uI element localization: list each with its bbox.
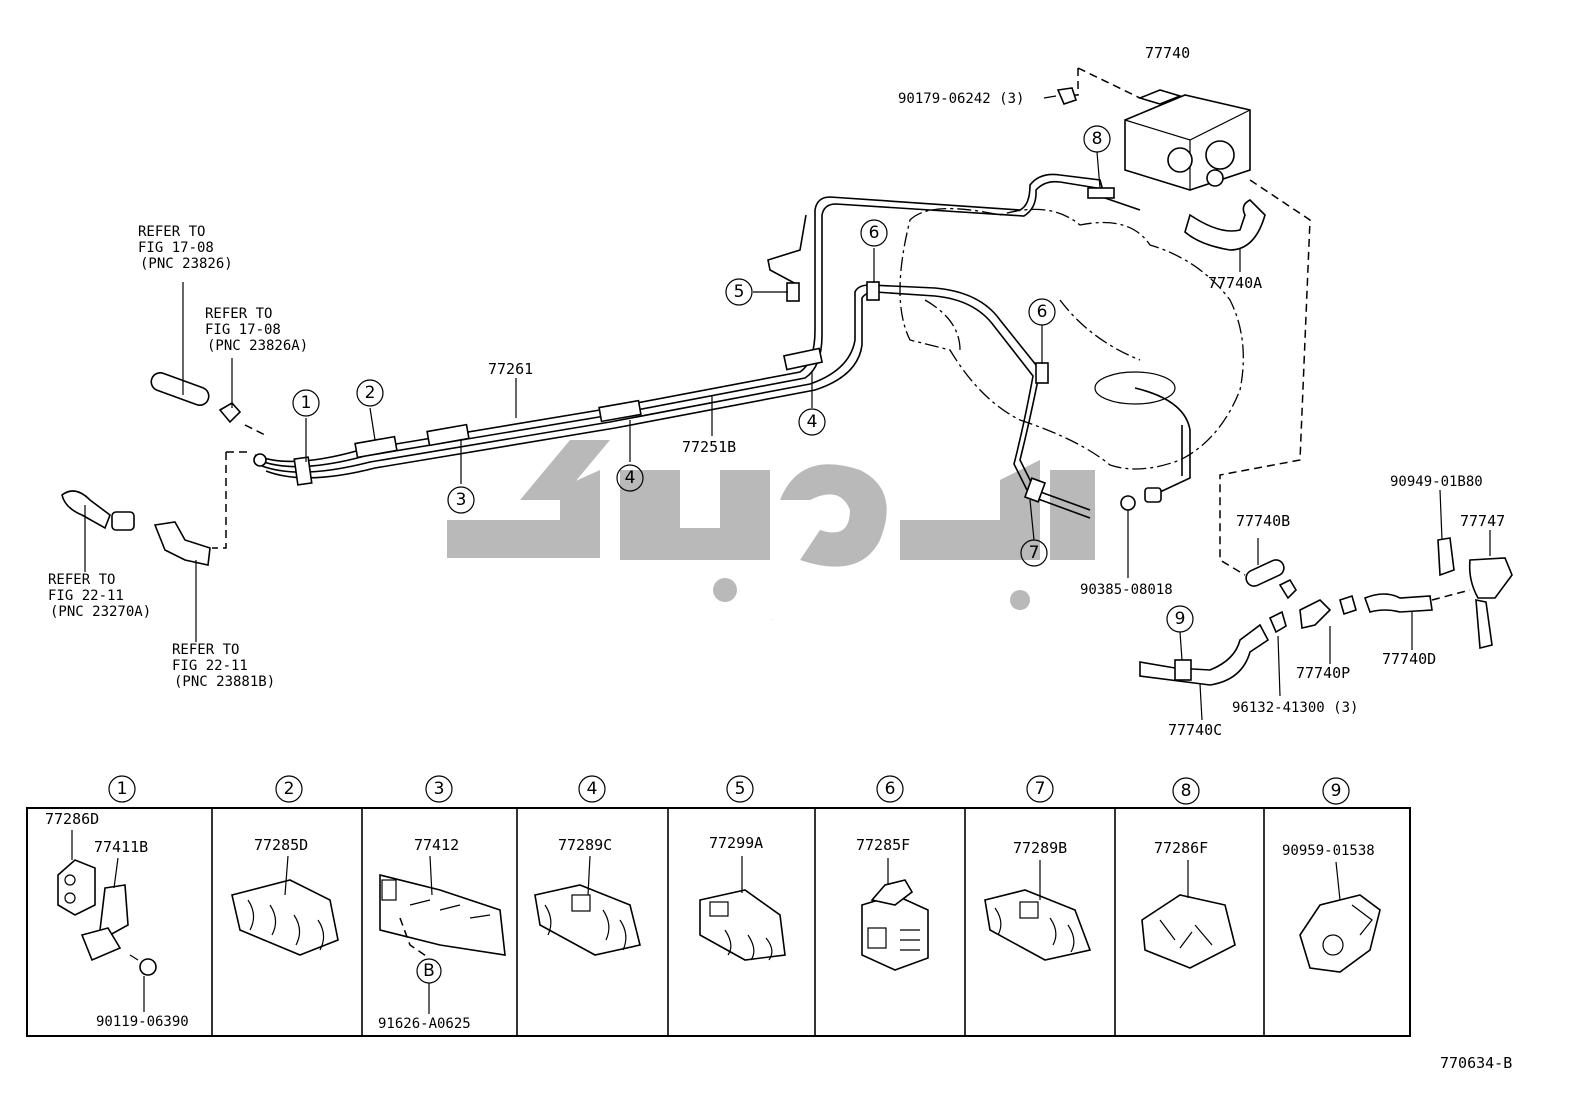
label-gasket: 90385-08018 (1080, 582, 1173, 598)
panel-1-part-b: 77411B (94, 838, 148, 856)
label-bolt-top: 90179-06242 (3) (898, 91, 1024, 107)
refer-2-line1: REFER TO (205, 306, 272, 322)
callout-1: 1 (292, 389, 320, 417)
label-clip-bottom: 96132-41300 (3) (1232, 700, 1358, 716)
svg-text:5: 5 (734, 282, 745, 302)
callout-4b: 4 (798, 408, 826, 436)
panel-2-part: 77285D (254, 836, 308, 854)
panel-7-number: 7 (1026, 775, 1054, 803)
refer-2-line3: (PNC 23826A) (207, 338, 308, 354)
panel-3-sub-callout: B (416, 958, 442, 984)
panel-5-number: 5 (726, 775, 754, 803)
callout-7: 7 (1020, 539, 1048, 567)
drawing-code: 770634-B (1440, 1054, 1512, 1072)
refer-3-line1: REFER TO (48, 572, 115, 588)
label-hose-d: 77740D (1382, 650, 1436, 668)
panel-6-number: 6 (876, 775, 904, 803)
callout-5: 5 (725, 278, 753, 306)
callout-4a: 4 (616, 464, 644, 492)
svg-text:9: 9 (1331, 781, 1342, 801)
svg-text:3: 3 (456, 490, 467, 510)
refer-3-line3: (PNC 23270A) (50, 604, 151, 620)
svg-text:2: 2 (365, 383, 376, 403)
label-tube-upper: 77261 (488, 360, 533, 378)
refer-4-line3: (PNC 23881B) (174, 674, 275, 690)
refer-1-line2: FIG 17-08 (138, 240, 214, 256)
refer-4-line2: FIG 22-11 (172, 658, 248, 674)
panel-7-part: 77289B (1013, 839, 1067, 857)
panel-1-number: 1 (108, 775, 136, 803)
svg-text:7: 7 (1035, 779, 1046, 799)
svg-text:B: B (423, 961, 435, 981)
svg-text:6: 6 (869, 223, 880, 243)
panel-3-extra: 91626-A0625 (378, 1016, 471, 1032)
left-parts (61, 372, 267, 566)
panel-headers: 1 2 3 4 5 6 7 8 9 (108, 775, 1350, 805)
vent-hoses (1120, 487, 1513, 686)
label-vsv: 77747 (1460, 512, 1505, 530)
callout-8: 8 (1083, 125, 1111, 153)
svg-text:4: 4 (587, 779, 598, 799)
svg-text:2: 2 (284, 779, 295, 799)
panel-9-number: 9 (1322, 777, 1350, 805)
watermark-logo: قطعه‌یار (447, 440, 1095, 621)
callout-labels: 77740 90179-06242 (3) 77740A REFER TO FI… (48, 44, 1505, 739)
panel-4-part: 77289C (558, 836, 612, 854)
refer-3-line2: FIG 22-11 (48, 588, 124, 604)
label-hose-a: 77740A (1208, 274, 1262, 292)
watermark-text: قطعه‌یار (769, 619, 774, 621)
refer-1-line1: REFER TO (138, 224, 205, 240)
callout-3: 3 (447, 486, 475, 514)
svg-text:4: 4 (625, 468, 636, 488)
label-hose-c: 77740C (1168, 721, 1222, 739)
panel-part-labels: 77286D 77411B 90119-06390 77285D 77412 9… (45, 810, 1375, 1032)
callout-6b: 6 (1028, 298, 1056, 326)
svg-text:7: 7 (1029, 543, 1040, 563)
label-canister: 77740 (1145, 44, 1190, 62)
svg-text:1: 1 (117, 779, 128, 799)
panel-5-part: 77299A (709, 834, 763, 852)
label-hose-b: 77740B (1236, 512, 1290, 530)
svg-text:8: 8 (1181, 781, 1192, 801)
line-clamps (293, 187, 1115, 503)
panel-1-extra: 90119-06390 (96, 1014, 189, 1030)
panel-2-number: 2 (275, 775, 303, 803)
panel-9-part: 90959-01538 (1282, 843, 1375, 859)
svg-text:4: 4 (807, 412, 818, 432)
label-tube-lower: 77251B (682, 438, 736, 456)
clamp-detail-table (26, 807, 1411, 1037)
fuel-tank-outline (899, 207, 1244, 470)
label-bracket-top: 90949-01B80 (1390, 474, 1483, 490)
panel-8-number: 8 (1172, 777, 1200, 805)
callout-6a: 6 (860, 219, 888, 247)
panel-3-part: 77412 (414, 836, 459, 854)
circled-callouts: 1 2 3 4 4 5 6 6 7 8 9 (292, 125, 1194, 633)
label-hose-p: 77740P (1296, 664, 1350, 682)
panel-3-number: 3 (425, 775, 453, 803)
panel-1-part-a: 77286D (45, 810, 99, 828)
svg-text:8: 8 (1092, 129, 1103, 149)
svg-text:6: 6 (1037, 302, 1048, 322)
callout-2: 2 (356, 379, 384, 407)
leader-lines (84, 95, 1491, 721)
charcoal-canister (1056, 67, 1311, 576)
panel-4-number: 4 (578, 775, 606, 803)
svg-text:5: 5 (735, 779, 746, 799)
svg-text:3: 3 (434, 779, 445, 799)
panel-6-part: 77285F (856, 836, 910, 854)
fuel-lines (254, 173, 1191, 519)
panel-part-drawings (57, 830, 1381, 1014)
svg-text:9: 9 (1175, 609, 1186, 629)
refer-1-line3: (PNC 23826) (140, 256, 233, 272)
panel-8-part: 77286F (1154, 839, 1208, 857)
svg-text:1: 1 (301, 393, 312, 413)
refer-2-line2: FIG 17-08 (205, 322, 281, 338)
refer-4-line1: REFER TO (172, 642, 239, 658)
svg-text:6: 6 (885, 779, 896, 799)
callout-9: 9 (1166, 605, 1194, 633)
